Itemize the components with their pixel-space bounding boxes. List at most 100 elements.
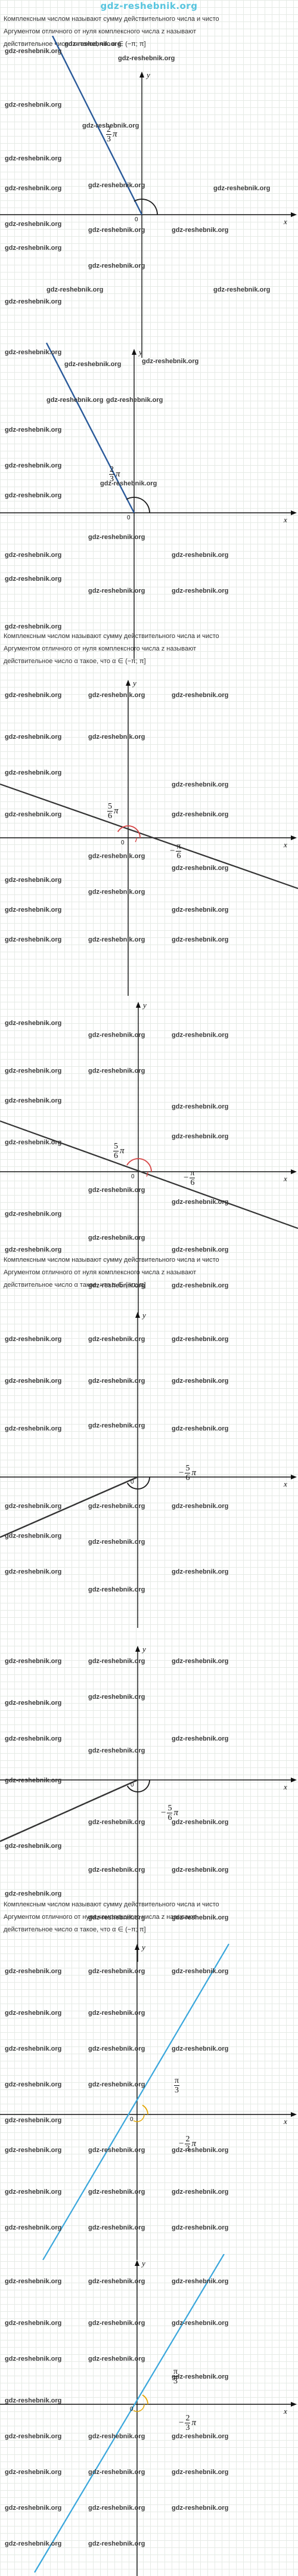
y-axis-label: y	[142, 2259, 145, 2268]
watermark: gdz-reshebnik.org	[88, 2147, 145, 2154]
watermark: gdz-reshebnik.org	[5, 623, 62, 630]
angle-numerator: 5	[108, 802, 112, 811]
angle-sign: −	[184, 1173, 189, 1182]
watermark: gdz-reshebnik.org	[5, 1097, 62, 1104]
watermark: gdz-reshebnik.org	[172, 1968, 229, 1975]
watermark: gdz-reshebnik.org	[172, 552, 229, 559]
watermark: gdz-reshebnik.org	[172, 1246, 229, 1253]
text-line: действительное число α такое, что α ∈ (−…	[4, 1281, 146, 1289]
watermark: gdz-reshebnik.org	[88, 853, 145, 860]
watermark: gdz-reshebnik.org	[172, 906, 229, 914]
watermark: gdz-reshebnik.org	[46, 286, 104, 293]
complex-plane-diagram: gdz-reshebnik.org gdz-reshebnik.org gdz-re…	[0, 36, 298, 358]
watermark: gdz-reshebnik.org	[88, 1282, 145, 1289]
watermark: gdz-reshebnik.org	[88, 2188, 145, 2196]
x-axis-arrow	[291, 1778, 297, 1782]
watermark: gdz-reshebnik.org	[5, 244, 62, 252]
watermark: gdz-reshebnik.org	[5, 492, 62, 499]
watermark: gdz-reshebnik.org	[5, 1503, 62, 1510]
text-block-4: Комплексным числом называют сумму действ…	[4, 1899, 294, 1936]
y-axis-label: y	[142, 1645, 146, 1654]
watermark: gdz-reshebnik.org	[88, 1747, 145, 1754]
argument-ray	[0, 1779, 138, 1843]
watermark: gdz-reshebnik.org	[5, 1532, 62, 1540]
diagram-canvas	[0, 2254, 297, 2576]
x-axis-arrow	[291, 2112, 297, 2117]
watermark: gdz-reshebnik.org	[172, 1336, 229, 1343]
watermark: gdz-reshebnik.org	[88, 1187, 145, 1194]
origin-label: 0	[121, 840, 125, 846]
y-axis-label: y	[139, 348, 142, 357]
watermark: gdz-reshebnik.org	[88, 534, 145, 541]
watermark: gdz-reshebnik.org	[172, 1735, 229, 1742]
watermark: gdz-reshebnik.org	[5, 2224, 62, 2231]
watermark: gdz-reshebnik.org	[5, 1777, 62, 1784]
text-line: Аргументом отличного от нуля комплексног…	[4, 1269, 197, 1276]
angle-denominator: 6	[167, 1813, 173, 1822]
x-axis-label: x	[284, 2117, 287, 2126]
origin-label: 0	[127, 515, 131, 521]
y-axis-arrow	[136, 1002, 141, 1008]
watermark: gdz-reshebnik.org	[172, 1133, 229, 1140]
watermark: gdz-reshebnik.org	[172, 692, 229, 699]
watermark: gdz-reshebnik.org	[5, 1020, 62, 1027]
argument-line	[0, 783, 298, 890]
watermark: gdz-reshebnik.org	[172, 587, 229, 595]
angle-numerator: π	[190, 1169, 195, 1178]
angle-arc-secondary	[133, 2404, 145, 2412]
watermark: gdz-reshebnik.org	[64, 361, 122, 368]
x-axis-arrow	[291, 510, 297, 515]
y-axis-arrow	[126, 680, 131, 686]
angle-numerator: 2	[107, 125, 111, 134]
watermark: gdz-reshebnik.org	[172, 1199, 229, 1206]
y-axis-label: y	[147, 70, 150, 79]
watermark: gdz-reshebnik.org	[172, 865, 229, 872]
argument-line	[34, 2254, 225, 2573]
pi-symbol: π	[191, 2418, 196, 2428]
watermark: gdz-reshebnik.org	[88, 1234, 145, 1241]
watermark: gdz-reshebnik.org	[106, 397, 163, 404]
watermark: gdz-reshebnik.org	[88, 2504, 145, 2512]
watermark: gdz-reshebnik.org	[46, 397, 104, 404]
watermark: gdz-reshebnik.org	[88, 2045, 145, 2052]
watermark: gdz-reshebnik.org	[172, 811, 229, 818]
watermark: gdz-reshebnik.org	[5, 48, 62, 55]
text-line: Аргументом отличного от нуля комплексног…	[4, 645, 197, 652]
watermark: gdz-reshebnik.org	[5, 769, 62, 776]
site-logo[interactable]: gdz-reshebnik.org	[100, 1, 198, 11]
angle-numerator: 5	[185, 1464, 190, 1473]
watermark: gdz-reshebnik.org	[88, 2469, 145, 2476]
angle-numerator: 2	[110, 465, 114, 474]
watermark: gdz-reshebnik.org	[5, 2433, 62, 2440]
diagram-canvas	[0, 1312, 297, 1628]
watermark: gdz-reshebnik.org	[5, 2355, 62, 2363]
x-axis-label: x	[284, 840, 287, 849]
watermark: gdz-reshebnik.org	[88, 1819, 145, 1826]
watermark: gdz-reshebnik.org	[88, 1968, 145, 1975]
angle-numerator: π	[174, 2076, 179, 2085]
pi-symbol: π	[113, 129, 117, 139]
angle-sign: −	[161, 1808, 166, 1818]
angle-arc	[126, 1158, 152, 1172]
angle-denominator: 3	[106, 134, 111, 144]
watermark: gdz-reshebnik.org	[5, 1246, 62, 1253]
angle-numerator: π	[176, 842, 181, 851]
text-block-3: Комплексным числом называют сумму действ…	[4, 1254, 294, 1292]
watermark: gdz-reshebnik.org	[172, 2278, 229, 2285]
diagram-canvas	[0, 342, 297, 659]
watermark: gdz-reshebnik.org	[88, 1067, 145, 1075]
diagram-canvas	[0, 680, 298, 996]
argument-ray	[45, 342, 135, 513]
watermark: gdz-reshebnik.org	[88, 936, 145, 943]
argument-line	[42, 1943, 229, 2260]
angle-numerator: 5	[167, 1804, 172, 1813]
watermark: gdz-reshebnik.org	[88, 1586, 145, 1593]
y-axis-label: y	[142, 1311, 146, 1320]
x-axis-arrow	[291, 1475, 297, 1479]
